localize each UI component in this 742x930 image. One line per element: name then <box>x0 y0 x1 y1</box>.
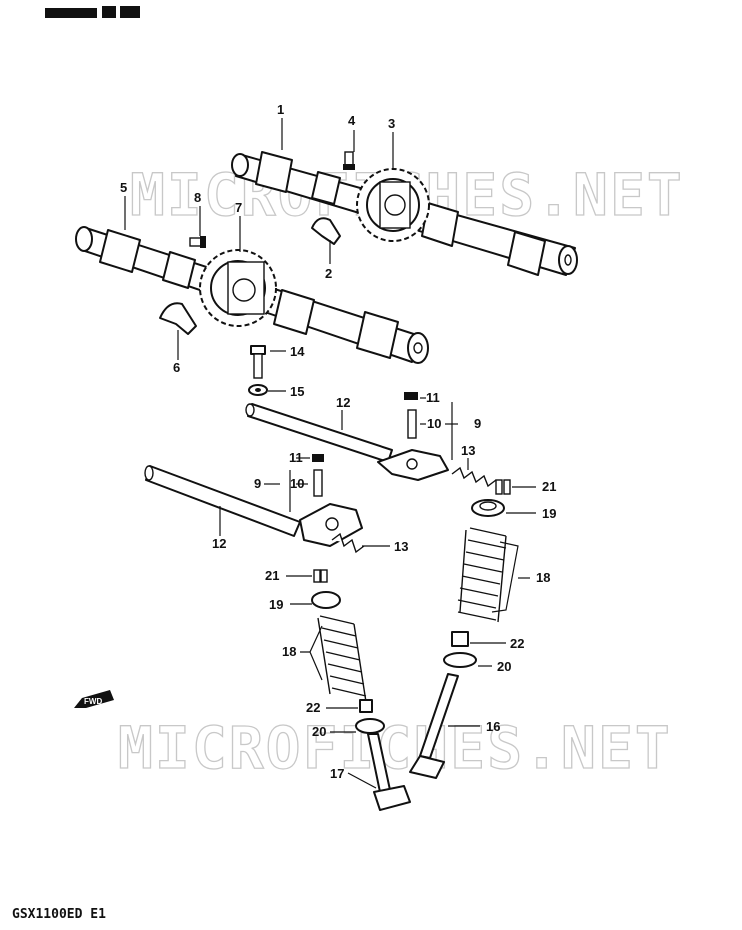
spring-retainer-lower <box>311 591 341 609</box>
callout-21-lower: 21 <box>265 568 279 583</box>
callout-9-upper: 9 <box>474 416 481 431</box>
callout-1: 1 <box>277 102 284 117</box>
spring-seat-upper <box>443 652 477 668</box>
model-code: GSX1100ED E1 <box>12 907 106 922</box>
callout-21-upper: 21 <box>542 479 556 494</box>
callout-19-lower: 19 <box>269 597 283 612</box>
cam-sprocket-lower <box>199 249 277 327</box>
callout-11-lower: 11 <box>289 450 303 465</box>
callout-labels: 1 4 3 5 8 7 2 6 14 15 12 11 10 9 13 21 1… <box>120 102 556 781</box>
sprocket-bolt-8 <box>189 236 206 248</box>
valve-spring-upper <box>457 527 507 623</box>
callout-20-upper: 20 <box>497 659 511 674</box>
callout-19-upper: 19 <box>542 506 556 521</box>
callout-7: 7 <box>235 200 242 215</box>
cam-sprocket-upper <box>356 168 430 242</box>
rocker-shaft-lower <box>144 465 301 537</box>
bearing-cap-6 <box>159 302 197 335</box>
callout-2: 2 <box>325 266 332 281</box>
callout-8: 8 <box>194 190 201 205</box>
callout-14: 14 <box>290 344 305 359</box>
rocker-arm-lower <box>299 503 363 547</box>
callout-6: 6 <box>173 360 180 375</box>
callout-11-upper: 11 <box>426 390 440 405</box>
sprocket-bolt-4 <box>343 151 355 170</box>
callout-10-upper: 10 <box>427 416 441 431</box>
callout-22-upper: 22 <box>510 636 524 651</box>
adjuster-upper <box>404 392 418 439</box>
callout-12-lower: 12 <box>212 536 226 551</box>
stem-seal-lower <box>359 699 373 713</box>
valve-exhaust-16 <box>409 673 459 779</box>
forward-label: FWD <box>84 697 102 706</box>
spring-retainer-upper <box>471 499 505 517</box>
forward-arrow-icon: FWD <box>74 690 114 708</box>
spring-seat-lower <box>355 718 385 734</box>
washer-15 <box>248 384 268 396</box>
rocker-spring-upper <box>451 466 497 488</box>
bearing-cap-2 <box>311 217 341 245</box>
callout-16: 16 <box>486 719 500 734</box>
callout-12-upper: 12 <box>336 395 350 410</box>
callout-20-lower: 20 <box>312 724 326 739</box>
shaft-bolt-14 <box>250 345 266 379</box>
header-mark <box>45 6 140 18</box>
stem-seal-upper <box>451 631 469 647</box>
valve-intake-17 <box>367 733 411 811</box>
valve-cotter-lower <box>313 569 328 583</box>
valve-spring-lower <box>317 615 367 703</box>
rocker-shaft-upper <box>245 403 393 463</box>
callout-3: 3 <box>388 116 395 131</box>
callout-13-upper: 13 <box>461 443 475 458</box>
rocker-arm-upper <box>377 449 449 481</box>
callout-17: 17 <box>330 766 344 781</box>
callout-4: 4 <box>348 113 356 128</box>
rocker-spring-lower <box>331 532 365 554</box>
callout-15: 15 <box>290 384 304 399</box>
watermark-bottom: MICROFICHES.NET <box>118 714 672 782</box>
valve-cotter-upper <box>495 479 511 495</box>
leader-lines <box>124 118 536 789</box>
callout-9-lower: 9 <box>254 476 261 491</box>
callout-22-lower: 22 <box>306 700 320 715</box>
callout-18-lower: 18 <box>282 644 296 659</box>
callout-10-lower: 10 <box>290 476 304 491</box>
callout-5: 5 <box>120 180 127 195</box>
adjuster-lower <box>312 454 324 497</box>
callout-18-upper: 18 <box>536 570 550 585</box>
callout-13-lower: 13 <box>394 539 408 554</box>
